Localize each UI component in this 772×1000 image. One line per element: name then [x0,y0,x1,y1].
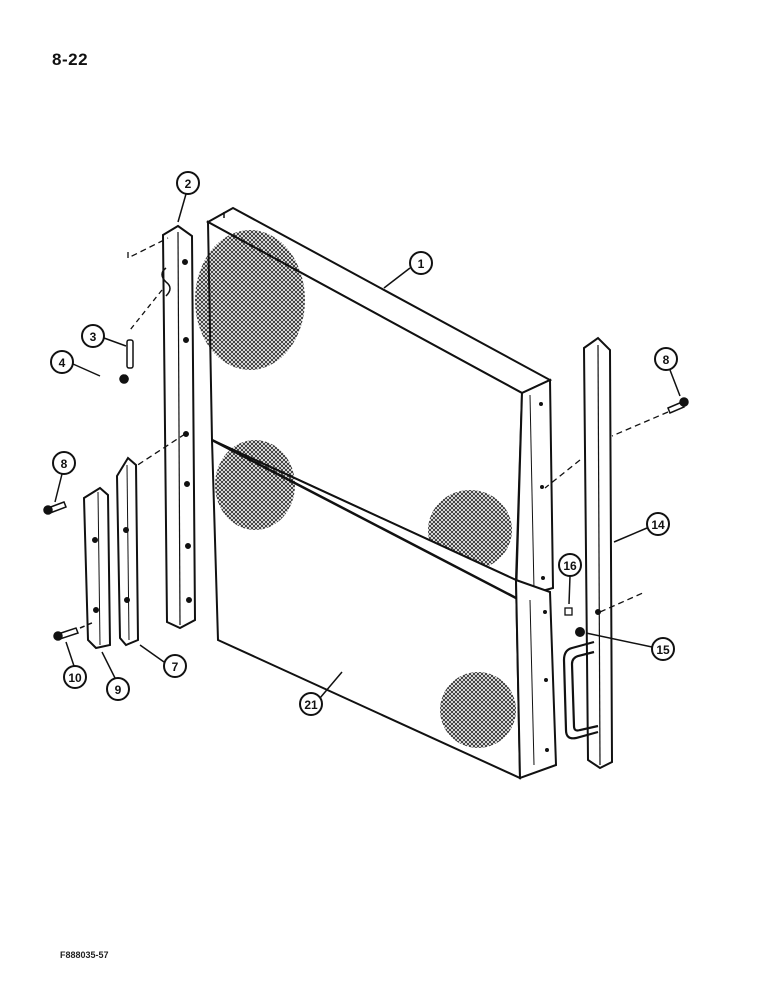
left-vertical-support [161,224,197,630]
callout-8-right: 8 [654,347,681,397]
callout-21-label: 21 [304,698,318,712]
handle [562,640,599,740]
callout-9: 9 [101,651,130,701]
pin [119,339,134,384]
lower-screen-mesh [215,440,516,748]
callout-10: 10 [63,641,87,689]
callout-16: 16 [558,553,582,605]
callout-2: 2 [176,171,200,223]
callout-1: 1 [383,251,433,289]
callout-10-label: 10 [68,671,82,685]
nut [564,607,573,616]
bolt-lower [53,621,95,641]
callout-2-label: 2 [185,177,192,191]
callout-8-right-label: 8 [663,353,670,367]
callout-3: 3 [81,324,127,348]
callout-16-label: 16 [563,559,577,573]
callout-7-label: 7 [172,660,179,674]
callout-8-left: 8 [52,451,76,503]
callout-3-label: 3 [90,330,97,344]
callout-21: 21 [299,671,343,716]
lower-screen-panel [210,438,558,780]
panel-holes [539,402,549,752]
figure-code: F888035-57 [60,950,109,960]
callout-4: 4 [50,350,101,377]
callout-15-label: 15 [656,643,670,657]
bracket-7 [115,456,140,647]
bolt-right [667,397,689,414]
callout-14-label: 14 [651,518,665,532]
callout-14: 14 [613,512,670,543]
support-dashed-leaders [127,237,186,471]
washer [575,627,585,637]
callout-1-label: 1 [418,257,425,271]
page-number: 8-22 [52,50,89,69]
callout-9-label: 9 [115,683,122,697]
right-dashed-leaders [544,411,669,613]
bracket-9 [82,486,112,650]
callout-8-left-label: 8 [61,457,68,471]
bolt-left [43,501,67,515]
right-vertical-channel [582,336,614,770]
callout-7: 7 [139,644,187,678]
callout-4-label: 4 [59,356,66,370]
callout-15: 15 [585,632,675,661]
